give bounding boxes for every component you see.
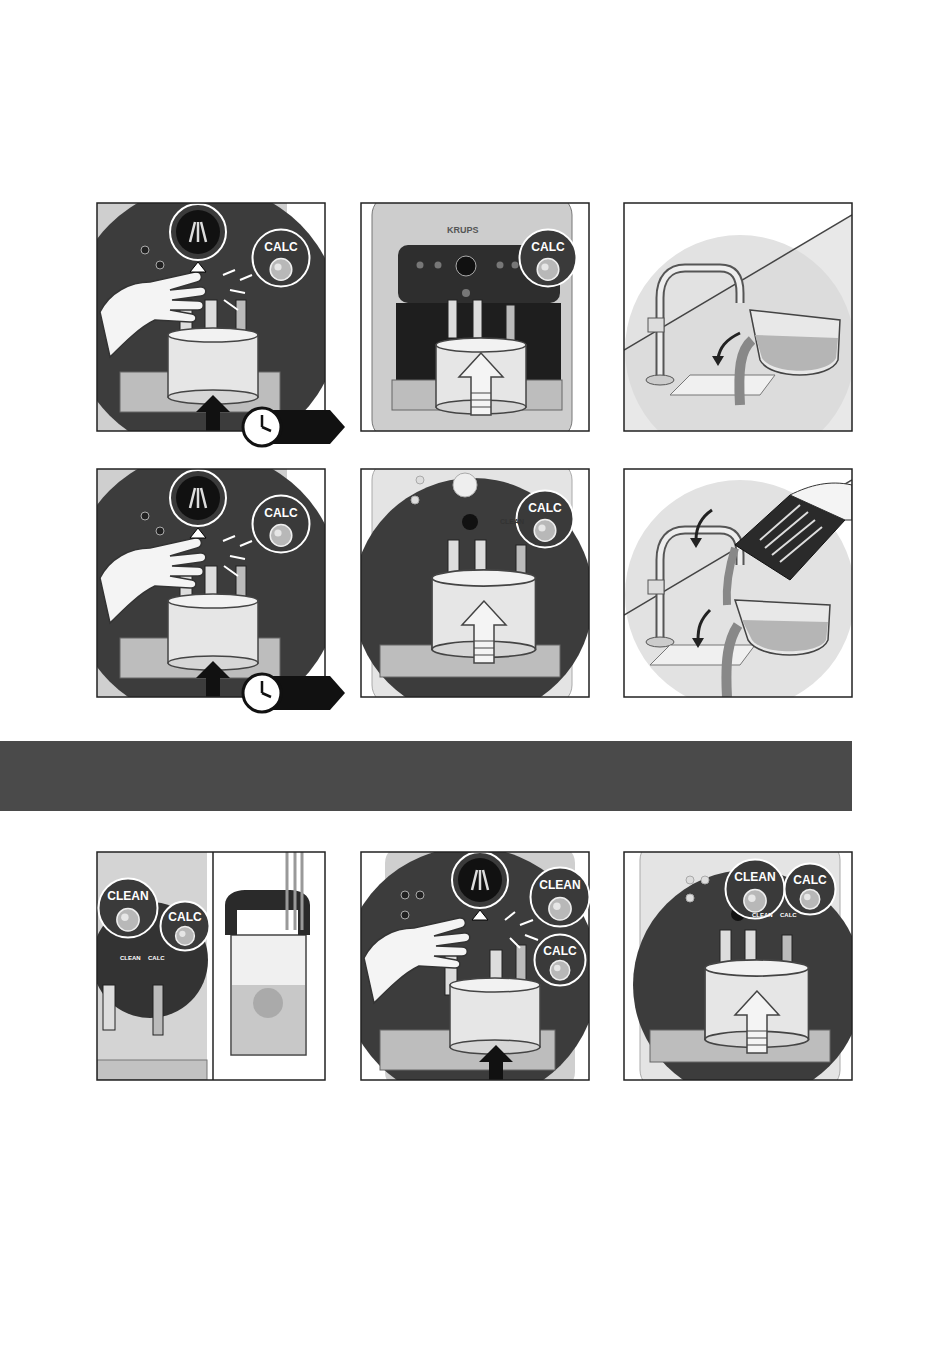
badge-label: CLEAN: [97, 877, 159, 903]
button-badge: CALC: [783, 862, 837, 916]
badge-circle: [518, 228, 578, 288]
badge-circle: [159, 900, 211, 952]
panel-label: CLEAN: [120, 955, 141, 961]
badge-label: CLEAN: [529, 866, 591, 892]
button-badge: CLEAN: [529, 866, 591, 928]
badge-circle: [97, 877, 159, 939]
badge-label: CALC: [251, 228, 311, 254]
button-badge: CLEAN: [97, 877, 159, 939]
badge-circle: [724, 858, 786, 920]
button-badge: CALC: [533, 933, 587, 987]
panel-label: CALC: [780, 912, 797, 918]
button-badge: CLEAN: [724, 858, 786, 920]
badge-label: CALC: [783, 862, 837, 887]
section-band: [0, 741, 852, 811]
badge-circle: [533, 933, 587, 987]
button-badge: CALC: [518, 228, 578, 288]
badge-label: CALC: [159, 900, 211, 924]
badge-circle: [251, 494, 311, 554]
badge-label: CALC: [251, 494, 311, 520]
badge-label: CALC: [515, 489, 575, 515]
badge-label: CALC: [518, 228, 578, 254]
brand-logo: KRUPS: [447, 226, 479, 235]
badge-circle: [529, 866, 591, 928]
button-badge: CALC: [251, 228, 311, 288]
panel-label: CLEAN: [500, 518, 524, 525]
badge-circle: [251, 228, 311, 288]
button-badge: CALC: [159, 900, 211, 952]
panel-label: CLEAN: [752, 912, 773, 918]
button-badge: CALC: [251, 494, 311, 554]
badge-label: CLEAN: [724, 858, 786, 884]
badge-label: CALC: [533, 933, 587, 958]
badge-circle: [783, 862, 837, 916]
panel-label: CALC: [148, 955, 165, 961]
